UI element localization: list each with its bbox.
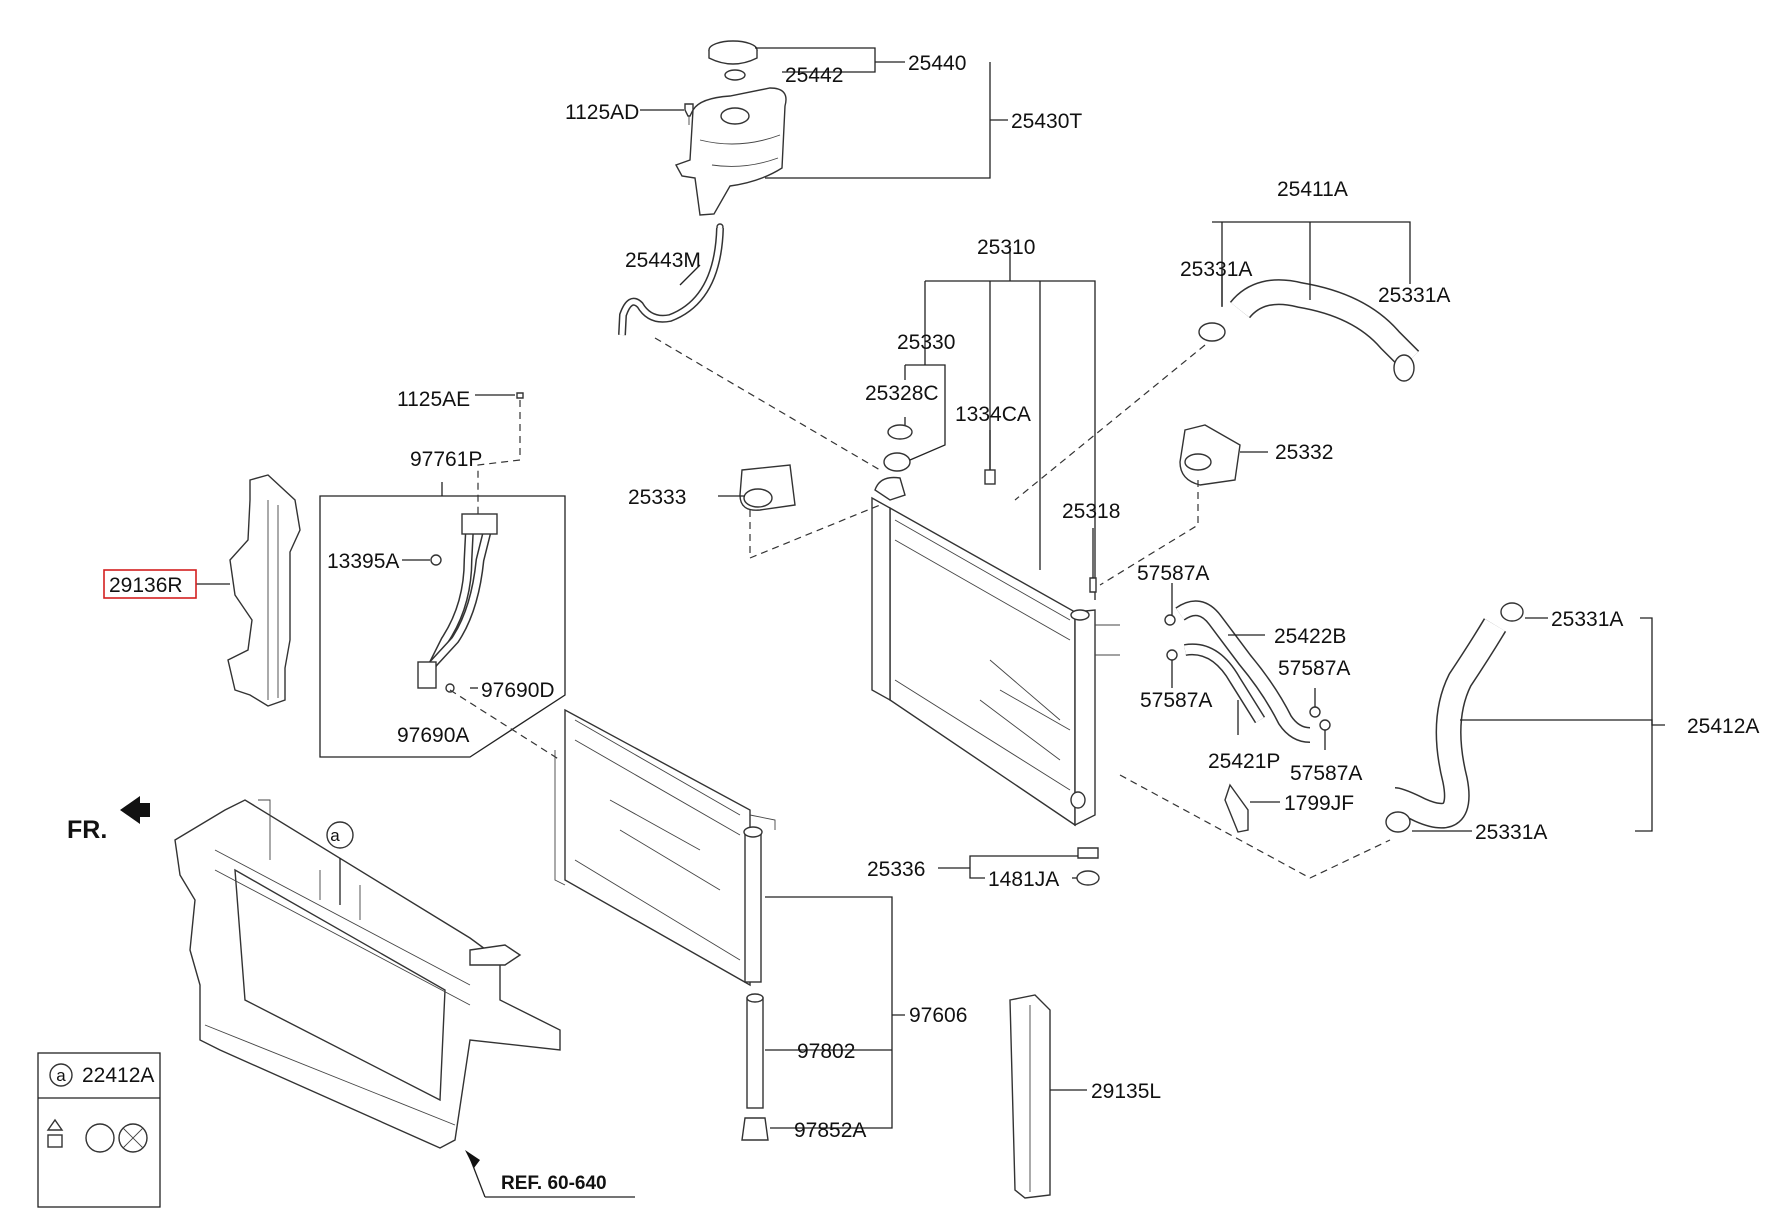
label-25331A-right-top[interactable]: 25331A	[1551, 608, 1623, 631]
label-13395A[interactable]: 13395A	[327, 550, 399, 573]
highlight-box	[103, 569, 197, 599]
ac-line	[417, 513, 498, 689]
label-25328C[interactable]: 25328C	[865, 382, 939, 405]
label-25442[interactable]: 25442	[785, 64, 843, 87]
ac-line-box	[319, 495, 566, 758]
lower-hose-25412A	[1385, 602, 1524, 833]
reservoir-hose	[618, 227, 724, 336]
label-25412A[interactable]: 25412A	[1687, 715, 1759, 738]
label-97690A[interactable]: 97690A	[397, 724, 469, 747]
label-25336[interactable]: 25336	[867, 858, 925, 881]
label-57587A-left[interactable]: 57587A	[1140, 689, 1212, 712]
label-97761P[interactable]: 97761P	[410, 448, 482, 471]
label-57587A-bottom[interactable]: 57587A	[1290, 762, 1362, 785]
label-1125AE[interactable]: 1125AE	[397, 388, 470, 411]
label-25440[interactable]: 25440	[908, 52, 966, 75]
label-1125AD[interactable]: 1125AD	[565, 101, 639, 124]
part-labels: 25440 25442 1125AD 25430T 25411A 25310 2…	[56, 52, 1759, 1194]
label-29135L[interactable]: 29135L	[1091, 1080, 1161, 1103]
label-97690D[interactable]: 97690D	[481, 679, 555, 702]
label-1799JF[interactable]: 1799JF	[1284, 792, 1354, 815]
label-97802[interactable]: 97802	[797, 1040, 855, 1063]
front-label: FR.	[67, 816, 107, 844]
reservoir-tank	[674, 40, 787, 231]
air-guard-29136R	[227, 474, 301, 707]
label-25421P[interactable]: 25421P	[1208, 750, 1280, 773]
bracket-25333	[739, 464, 796, 511]
label-25333[interactable]: 25333	[628, 486, 686, 509]
legend-marker: a	[56, 1066, 66, 1085]
receiver-dryer	[741, 993, 769, 1141]
callout-marker: a	[330, 826, 340, 845]
upper-hose	[1198, 279, 1420, 382]
side-seal-29135L	[1009, 994, 1051, 1199]
legend-part-22412A[interactable]: 22412A	[82, 1064, 154, 1087]
bracket-25332	[1179, 424, 1241, 486]
radiator	[871, 476, 1120, 827]
hose-25422B	[1175, 600, 1311, 743]
label-25310[interactable]: 25310	[977, 236, 1035, 259]
label-25331A-upper-right[interactable]: 25331A	[1378, 284, 1450, 307]
label-25331A-right-bottom[interactable]: 25331A	[1475, 821, 1547, 844]
label-1334CA[interactable]: 1334CA	[955, 403, 1031, 426]
label-97852A[interactable]: 97852A	[794, 1119, 866, 1142]
label-25411A[interactable]: 25411A	[1277, 178, 1348, 201]
label-29136R[interactable]: 29136R	[109, 574, 183, 597]
drain-plug	[1076, 847, 1100, 886]
label-25330[interactable]: 25330	[897, 331, 955, 354]
label-25422B[interactable]: 25422B	[1274, 625, 1346, 648]
reference-label[interactable]: REF. 60-640	[501, 1173, 607, 1194]
label-25430T[interactable]: 25430T	[1011, 110, 1082, 133]
label-57587A-top[interactable]: 57587A	[1137, 562, 1209, 585]
label-1481JA[interactable]: 1481JA	[988, 868, 1059, 891]
label-25318[interactable]: 25318	[1062, 500, 1120, 523]
label-25443M[interactable]: 25443M	[625, 249, 701, 272]
label-25331A-upper-left[interactable]: 25331A	[1180, 258, 1252, 281]
label-97606[interactable]: 97606	[909, 1004, 967, 1027]
label-57587A-right[interactable]: 57587A	[1278, 657, 1350, 680]
radiator-cap	[883, 424, 913, 472]
label-25332[interactable]: 25332	[1275, 441, 1333, 464]
condenser	[554, 708, 776, 987]
legend-box	[37, 1052, 161, 1208]
front-arrow-icon	[120, 796, 150, 824]
carrier-frame	[174, 799, 561, 1149]
